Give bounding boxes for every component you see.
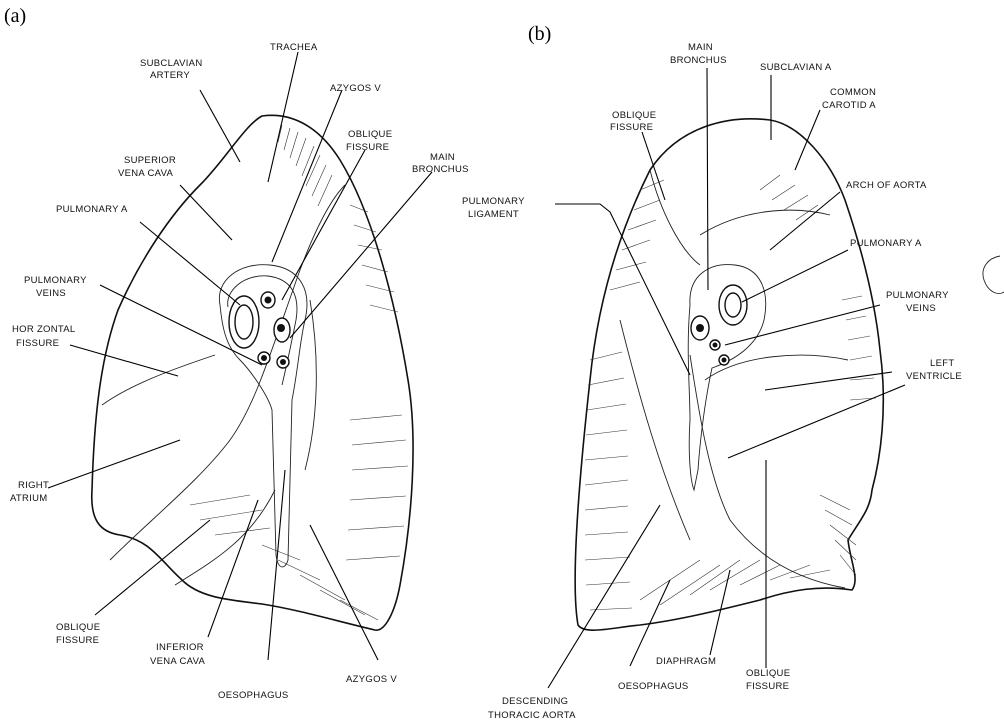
hilum-b	[688, 265, 765, 490]
lung-b-shading	[585, 175, 876, 610]
scan-artifact-mark	[983, 256, 1004, 294]
label-oblique-fissure-a: OBLIQUE FISSURE	[346, 129, 395, 153]
label-left-ventricle: LEFT VENTRICLE	[906, 358, 962, 382]
horizontal-fissure-line	[102, 355, 215, 405]
label-trachea: TRACHEA	[270, 42, 318, 53]
oblique-fissure-a-line	[110, 185, 345, 560]
label-subclavian-artery: SUBCLAVIAN ARTERY	[140, 58, 205, 81]
panel-b-leaders	[548, 68, 905, 688]
label-subclavian-a: SUBCLAVIAN A	[760, 62, 832, 73]
label-oesophagus-a: OESOPHAGUS	[218, 690, 289, 701]
label-azygos-v-top: AZYGOS V	[330, 83, 381, 94]
label-pulmonary-ligament: PULMONARY LIGAMENT	[462, 196, 528, 220]
lung-a-shading	[190, 125, 408, 620]
panel-b: (b)	[462, 23, 962, 721]
panel-a-marker: (a)	[4, 5, 26, 27]
label-superior-vena-cava: SUPERIOR VENA CAVA	[118, 155, 179, 179]
panel-b-marker: (b)	[528, 23, 551, 45]
right-lung-outline	[92, 115, 413, 630]
oblique-fissure-b-line	[650, 170, 845, 588]
label-diaphragm: DIAPHRAGM	[656, 656, 716, 667]
label-pulmonary-a-b: PULMONARY A	[850, 238, 922, 249]
label-oblique-fissure-b-bottom: OBLIQUE FISSURE	[746, 668, 793, 692]
label-main-bronchus-a: MAIN BRONCHUS	[412, 152, 469, 175]
label-pulmonary-veins-a: PULMONARY VEINS	[24, 275, 90, 299]
label-oblique-fissure-a-bottom: OBLIQUE FISSURE	[56, 622, 103, 646]
label-oblique-fissure-b-top: OBLIQUE FISSURE	[610, 110, 659, 133]
label-descending-thoracic-aorta: DESCENDING THORACIC AORTA	[488, 696, 576, 721]
label-azygos-v-bottom: AZYGOS V	[346, 674, 397, 685]
left-lung-outline	[575, 119, 883, 630]
label-pulmonary-veins-b: PULMONARY VEINS	[886, 290, 952, 314]
label-common-carotid-a: COMMON CAROTID A	[822, 87, 879, 111]
hilum-a	[219, 265, 307, 567]
label-arch-of-aorta: ARCH OF AORTA	[846, 180, 927, 191]
panel-a: (a)	[4, 5, 469, 701]
label-horizontal-fissure: HOR ZONTAL FISSURE	[12, 324, 78, 349]
label-right-atrium: RIGHT ATRIUM	[10, 480, 52, 504]
label-pulmonary-a-a: PULMONARY A	[56, 204, 128, 215]
label-inferior-vena-cava: INFERIOR VENA CAVA	[150, 642, 207, 667]
label-oesophagus-b: OESOPHAGUS	[618, 681, 689, 692]
label-main-bronchus-b: MAIN BRONCHUS	[670, 42, 727, 66]
lung-b-inner-contour	[620, 210, 848, 540]
